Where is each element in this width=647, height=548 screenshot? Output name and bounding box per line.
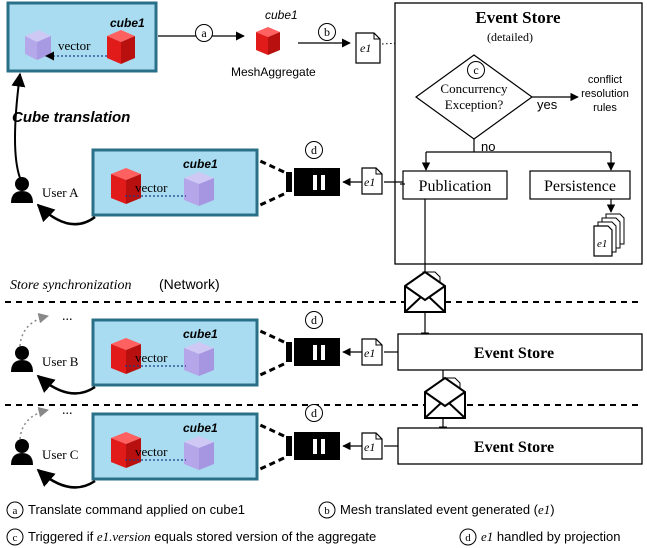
- user-c-label: User C: [42, 447, 78, 462]
- step-a-marker: a: [195, 24, 213, 42]
- svg-text:resolution: resolution: [581, 88, 629, 100]
- network-label: (Network): [159, 276, 220, 292]
- document-icon: e1: [355, 32, 381, 64]
- svg-text:...: ...: [62, 403, 73, 418]
- document-icon: e1: [361, 338, 383, 366]
- user-a-view-arrow: [36, 203, 96, 226]
- cube-icon: [184, 436, 214, 470]
- svg-text:d: d: [311, 143, 317, 157]
- svg-text:d: d: [465, 532, 471, 544]
- user-b-scene-panel: cube1 vector: [91, 318, 259, 387]
- svg-text:c: c: [13, 532, 18, 544]
- svg-text:e1: e1: [597, 238, 607, 250]
- step-d-marker: d: [305, 311, 323, 329]
- svg-text:e1: e1: [364, 346, 375, 360]
- document-icon: e1: [361, 432, 383, 460]
- svg-text:Event Store: Event Store: [474, 345, 554, 362]
- event-store-detailed: Event Store (detailed) Concurrency Excep…: [394, 2, 643, 265]
- svg-text:a: a: [13, 505, 18, 517]
- projection-icon: [286, 168, 340, 196]
- no-label: no: [481, 139, 495, 154]
- svg-text:Translate command applied on c: Translate command applied on cube1: [28, 502, 245, 517]
- svg-text:vector: vector: [135, 444, 168, 459]
- svg-text:Event Store: Event Store: [474, 439, 554, 456]
- event-store-b: Event Store: [397, 333, 643, 371]
- svg-text:e1: e1: [360, 41, 371, 55]
- svg-text:Exception?: Exception?: [445, 97, 504, 112]
- svg-text:cube1: cube1: [183, 327, 218, 341]
- svg-text:b: b: [324, 505, 330, 517]
- cube-icon: [256, 27, 280, 55]
- user-a-action-arrow: [11, 72, 26, 179]
- svg-text:cube1: cube1: [183, 421, 218, 435]
- event-store-detailed-label: (detailed): [487, 30, 533, 44]
- legend-item-c: c Triggered if e1.version equals stored …: [6, 528, 376, 546]
- cube-icon: [111, 168, 141, 204]
- yes-label: yes: [537, 97, 558, 112]
- user-a-scene-panel: cube1 vector: [91, 148, 259, 217]
- document-icon: e1: [593, 213, 625, 257]
- mesh-aggregate: cube1 MeshAggregate: [231, 8, 316, 79]
- projection-icon: [286, 338, 340, 366]
- svg-text:Mesh translated event generate: Mesh translated event generated (e1): [340, 502, 555, 517]
- user-c-scene-panel: cube1 vector: [91, 412, 259, 481]
- legend-item-b: b Mesh translated event generated (e1): [318, 501, 555, 519]
- svg-text:a: a: [201, 26, 207, 40]
- svg-text:e1: e1: [364, 175, 375, 189]
- svg-text:e1: e1: [364, 440, 375, 454]
- cube-icon: [184, 172, 214, 206]
- cube-icon: [107, 30, 135, 64]
- persistence-label: Persistence: [544, 178, 616, 195]
- user-icon: [11, 177, 33, 203]
- document-icon: e1: [361, 167, 383, 195]
- svg-text:...: ...: [62, 309, 73, 324]
- svg-text:rules: rules: [593, 102, 617, 114]
- svg-text:c: c: [473, 63, 478, 77]
- svg-text:d: d: [311, 313, 317, 327]
- svg-text:cube1: cube1: [183, 157, 218, 171]
- envelope-icon: e1: [424, 376, 466, 419]
- publication-box: [402, 170, 508, 200]
- step-d-marker: d: [305, 404, 323, 422]
- user-b-label: User B: [42, 354, 79, 369]
- step-c-marker: c: [467, 61, 485, 79]
- svg-text:d: d: [311, 406, 317, 420]
- mesh-aggregate-label: MeshAggregate: [231, 65, 316, 79]
- projection-icon: [286, 432, 340, 460]
- step-d-marker: d: [305, 141, 323, 159]
- legend-item-d: d e1 handled by projection: [459, 528, 620, 546]
- event-store-c: Event Store: [397, 427, 643, 465]
- publication-label: Publication: [419, 178, 492, 195]
- user-icon: [11, 439, 33, 465]
- cube-icon: [184, 342, 214, 376]
- persistence-box: [529, 170, 631, 200]
- top-scene-panel: cube1 vector: [6, 1, 158, 73]
- step-b-marker: b: [318, 23, 336, 41]
- cube-name-label: cube1: [110, 16, 145, 30]
- user-a-label: User A: [42, 185, 79, 200]
- svg-text:Triggered if e1.version equals: Triggered if e1.version equals stored ve…: [28, 529, 376, 544]
- mesh-cube-name: cube1: [265, 8, 298, 22]
- legend-item-a: a Translate command applied on cube1: [6, 501, 245, 519]
- legend: a Translate command applied on cube1 b M…: [6, 501, 620, 546]
- event-store-title: Event Store: [475, 8, 561, 27]
- cube-icon: [25, 30, 51, 60]
- svg-text:vector: vector: [135, 180, 168, 195]
- svg-text:vector: vector: [135, 350, 168, 365]
- envelope-icon: e1: [404, 270, 446, 313]
- svg-text:e1 handled by projection: e1 handled by projection: [481, 529, 620, 544]
- store-sync-label: Store synchronization: [10, 278, 131, 293]
- cube-translation-label: Cube translation: [12, 109, 130, 126]
- user-icon: [11, 346, 33, 372]
- vector-label: vector: [58, 38, 91, 53]
- svg-text:Concurrency: Concurrency: [440, 81, 508, 96]
- svg-text:conflict: conflict: [588, 74, 622, 86]
- svg-text:b: b: [324, 25, 330, 39]
